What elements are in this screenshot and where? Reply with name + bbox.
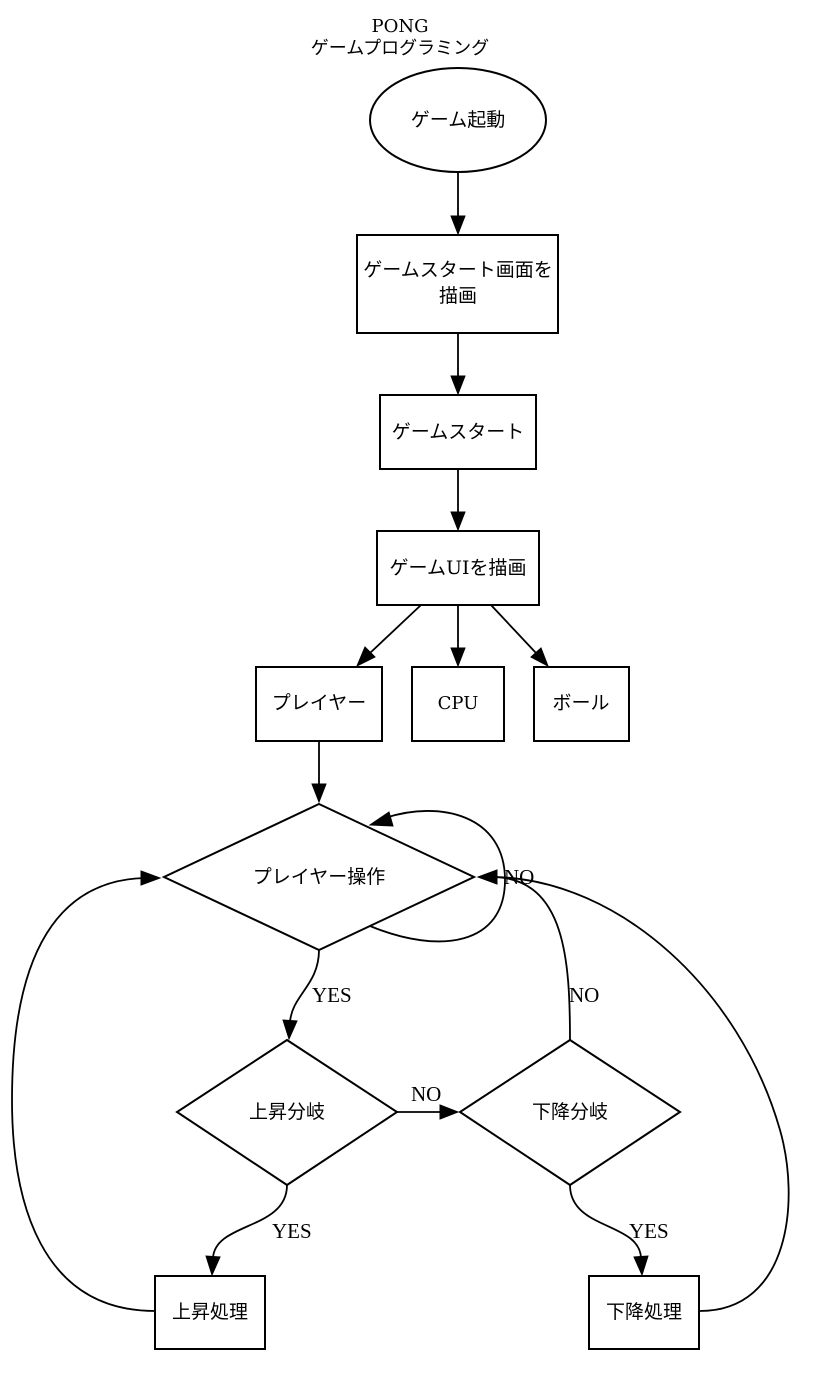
node-label: ゲームスタート [392, 421, 524, 443]
node-label: プレイヤー [272, 692, 366, 714]
node-label: ゲームUIを描画 [390, 557, 527, 579]
edge-up-process-to-control [11, 877, 156, 1312]
diamond-shape [161, 802, 477, 952]
node-label: ゲーム起動 [411, 109, 505, 131]
arrowhead [205, 1255, 221, 1277]
node-game-start: ゲームスタート [379, 394, 537, 470]
node-label: ボール [552, 692, 609, 714]
node-draw-start-screen: ゲームスタート画面を 描画 [356, 234, 559, 334]
edge-label-yes-down-process: YES [629, 1219, 669, 1243]
edge-control-self-loop [369, 810, 506, 943]
edge-down-branch-to-down-process [569, 1184, 642, 1259]
diagram-title-line2: ゲームプログラミング [311, 38, 489, 59]
node-up-process: 上昇処理 [154, 1275, 266, 1350]
edge-label-yes-up-process: YES [272, 1219, 312, 1243]
rect-shape [379, 394, 537, 470]
arrowhead [450, 375, 466, 396]
node-game-boot: ゲーム起動 [369, 67, 547, 173]
edge-down-branch-to-control [494, 876, 571, 1041]
node-label: 下降処理 [606, 1301, 682, 1323]
edge-label-yes-control-up: YES [312, 983, 352, 1007]
rect-shape [154, 1275, 266, 1350]
node-draw-game-ui: ゲームUIを描画 [376, 530, 540, 606]
edge-up-branch-to-up-process [212, 1184, 288, 1259]
node-up-branch: 上昇分岐 [175, 1038, 399, 1187]
arrowhead [356, 646, 376, 668]
edge-control-to-up-branch [289, 949, 320, 1023]
arrowhead [311, 783, 327, 804]
diamond-shape [175, 1038, 399, 1187]
edge-label-no-down-process-control: NO [504, 865, 534, 889]
node-player-control: プレイヤー操作 [161, 802, 477, 952]
node-label-line2: 描画 [439, 285, 477, 307]
arrowhead [633, 1255, 649, 1277]
arrowhead [450, 511, 466, 532]
node-label: 上昇分岐 [249, 1101, 325, 1123]
edge-draw-ui-to-ball [490, 604, 537, 654]
rect-shape [255, 666, 383, 742]
arrowhead [282, 1019, 298, 1041]
node-label: 上昇処理 [172, 1301, 248, 1323]
node-label: CPU [438, 693, 479, 714]
rect-shape [411, 666, 505, 742]
diagram-title-line1: PONG [372, 16, 429, 37]
node-label: 下降分岐 [532, 1101, 608, 1123]
node-player: プレイヤー [255, 666, 383, 742]
rect-shape [533, 666, 630, 742]
arrowhead [476, 869, 498, 885]
arrowhead [530, 647, 549, 668]
edges [11, 173, 790, 1312]
edge-label-no-up-down: NO [411, 1082, 441, 1106]
arrowhead [450, 215, 466, 236]
diamond-shape [458, 1038, 682, 1187]
arrowhead [368, 811, 394, 827]
rect-shape [356, 234, 559, 334]
edge-labels: YES NO NO NO YES YES [272, 865, 669, 1243]
ellipse-shape [369, 67, 547, 173]
rect-shape [588, 1275, 700, 1350]
edge-label-no-down-control: NO [569, 983, 599, 1007]
edge-draw-ui-to-player [369, 604, 422, 654]
node-down-branch: 下降分岐 [458, 1038, 682, 1187]
arrowhead [450, 647, 466, 668]
node-label-line1: ゲームスタート画面を [363, 259, 552, 281]
edge-down-process-to-control [494, 876, 790, 1312]
node-down-process: 下降処理 [588, 1275, 700, 1350]
node-label: プレイヤー操作 [253, 866, 385, 888]
node-cpu: CPU [411, 666, 505, 742]
rect-shape [376, 530, 540, 606]
arrowhead [439, 1104, 460, 1120]
arrowhead [140, 870, 162, 886]
node-ball: ボール [533, 666, 630, 742]
